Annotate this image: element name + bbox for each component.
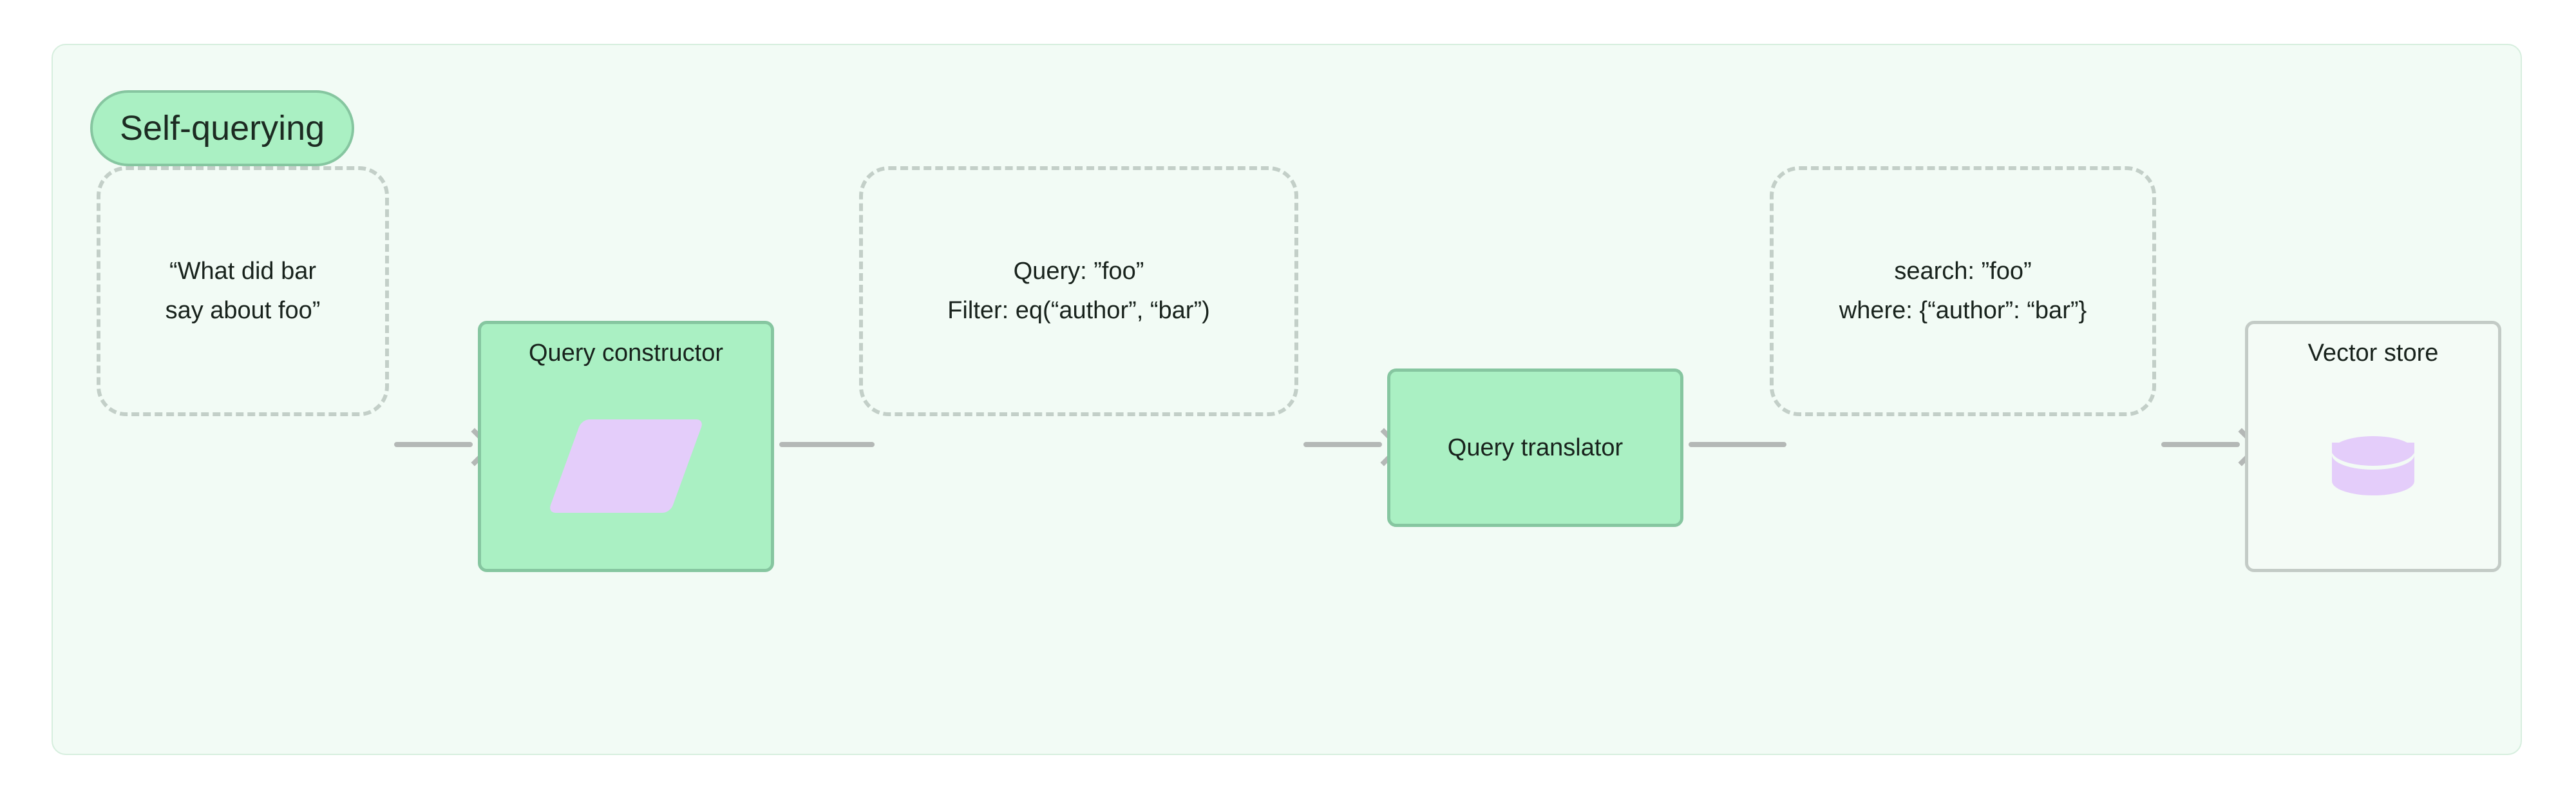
node-structured-query-line-1: Query: ”foo” — [1013, 257, 1144, 285]
edge-query-constructor-to-structured-query — [779, 442, 875, 447]
node-translated-query-line-1: search: ”foo” — [1894, 257, 2032, 285]
node-user-question-line-2: say about foo” — [165, 297, 321, 324]
vector-store-glyph-wrap — [2248, 367, 2498, 569]
node-query-constructor[interactable]: Query constructor — [478, 321, 774, 572]
node-vector-store[interactable]: Vector store — [2245, 321, 2501, 572]
node-structured-query-line-2: Filter: eq(“author”, “bar”) — [947, 297, 1210, 324]
node-query-constructor-label: Query constructor — [529, 340, 723, 367]
edge-user-question-to-query-constructor — [394, 442, 473, 447]
edge-structured-query-to-query-translator — [1303, 442, 1382, 447]
cylinder-top — [2332, 436, 2414, 466]
node-query-translator-label: Query translator — [1447, 434, 1624, 461]
flow-row: “What did bar say about foo” Query const… — [53, 45, 2521, 754]
subgraph-title-self-querying: Self-querying — [90, 90, 355, 166]
edge-query-translator-to-translated-query — [1689, 442, 1786, 447]
subgraph-container: Self-querying “What did bar say about fo… — [52, 44, 2522, 755]
query-constructor-glyph-wrap — [481, 367, 771, 569]
edge-translated-query-to-vector-store — [2161, 442, 2240, 447]
node-structured-query[interactable]: Query: ”foo” Filter: eq(“author”, “bar”) — [859, 166, 1298, 416]
parallelogram-icon — [547, 419, 705, 513]
node-query-translator[interactable]: Query translator — [1387, 368, 1683, 527]
database-cylinder-icon — [2332, 427, 2414, 503]
node-translated-query-line-2: where: {“author”: “bar”} — [1839, 297, 2087, 324]
node-translated-query[interactable]: search: ”foo” where: {“author”: “bar”} — [1770, 166, 2156, 416]
node-vector-store-label: Vector store — [2307, 340, 2439, 367]
node-user-question-line-1: “What did bar — [169, 257, 317, 285]
node-user-question[interactable]: “What did bar say about foo” — [97, 166, 389, 416]
